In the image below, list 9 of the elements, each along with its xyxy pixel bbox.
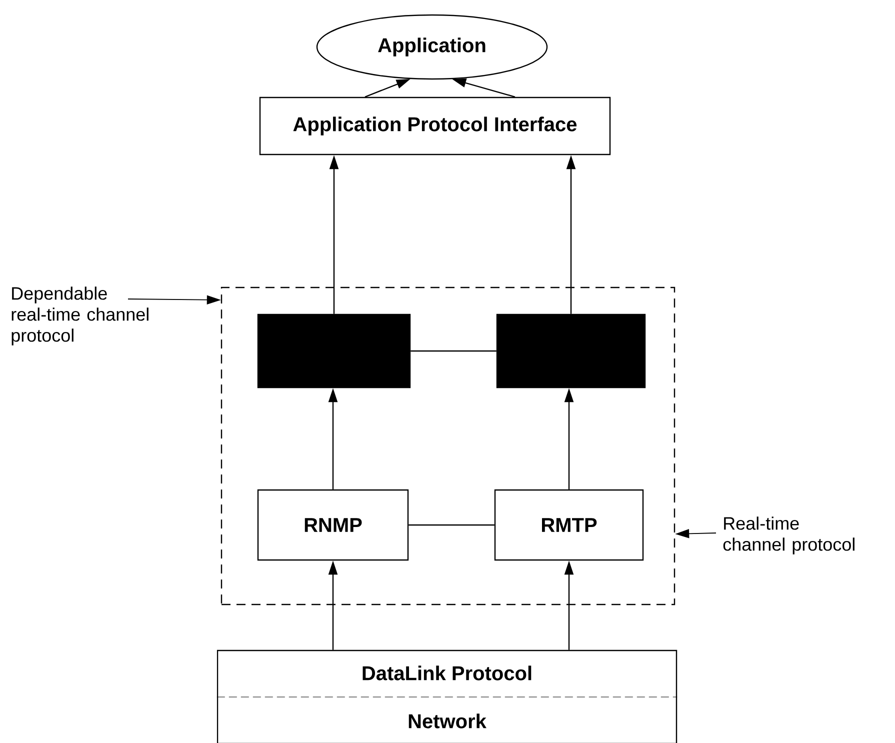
filled-box (496, 314, 646, 388)
protocol-box: RMTP (494, 489, 644, 561)
callout-text: Real-time channel protocol (723, 516, 854, 554)
protocol-box: RNMP (257, 489, 409, 561)
filled-box (257, 314, 411, 388)
protocol-box: DataLink Protocol Network (216, 650, 678, 743)
callout-text: Dependable real-time channel protocol (12, 286, 148, 346)
protocol-box: Application Protocol Interface (259, 96, 611, 156)
dashed-group-box (220, 286, 676, 606)
